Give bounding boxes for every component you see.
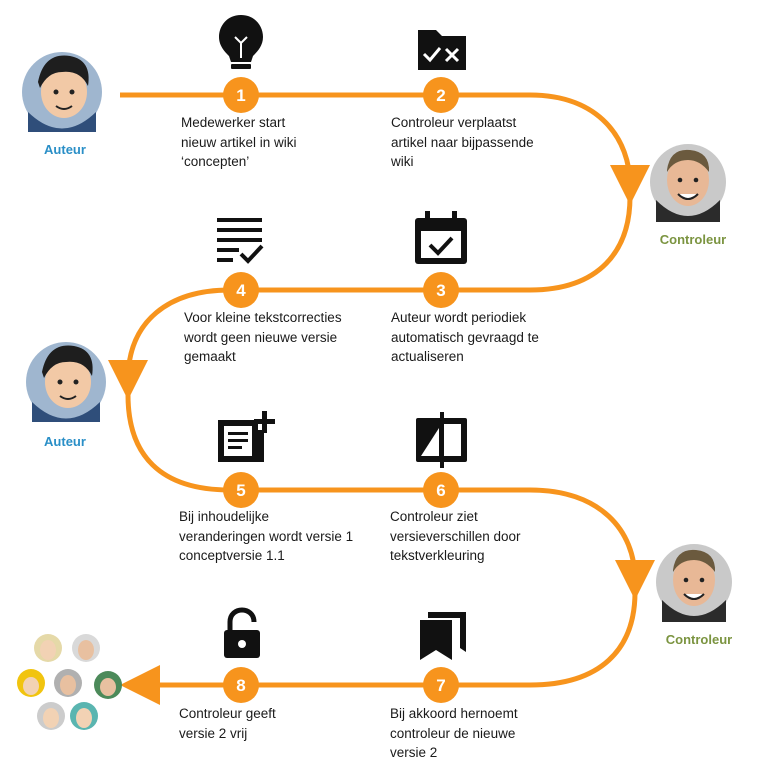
flow-line	[108, 92, 655, 705]
avatar-auteur-1	[22, 52, 102, 132]
role-label-auteur-1: Auteur	[44, 142, 86, 157]
step-5-number: 5	[236, 481, 245, 500]
step-7-text: Bij akkoord hernoemt controleur de nieuw…	[390, 706, 518, 760]
folder-x-icon	[418, 30, 466, 70]
avatar-group-users	[17, 634, 122, 730]
step-7-circle	[423, 667, 459, 703]
step-4-circle	[223, 272, 259, 308]
step-7-number: 7	[436, 676, 445, 695]
avatar-controleur-1	[650, 144, 726, 222]
step-4-number: 4	[236, 281, 246, 300]
step-2-circle	[423, 77, 459, 113]
step-4-text: Voor kleine tekstcorrecties wordt geen n…	[184, 310, 342, 364]
step-8-number: 8	[236, 676, 245, 695]
step-3-circle	[423, 272, 459, 308]
compare-icon	[416, 412, 467, 468]
step-circles: 1 2 3 4 5 6 7 8	[223, 77, 459, 703]
text-check-icon	[217, 218, 264, 264]
role-label-controleur-1: Controleur	[659, 232, 727, 247]
avatar-controleur-2	[656, 544, 732, 622]
step-1-text: Medewerker start nieuw artikel in wiki ‘…	[181, 115, 297, 169]
avatar-auteur-2	[26, 342, 106, 422]
step-5-circle	[223, 472, 259, 508]
role-label-auteur-2: Auteur	[44, 434, 86, 449]
post-add-icon	[218, 411, 275, 462]
step-3-number: 3	[436, 281, 445, 300]
step-5-text: Bij inhoudelijke veranderingen wordt ver…	[179, 509, 354, 563]
role-label-controleur-2: Controleur	[665, 632, 733, 647]
unlock-icon	[224, 607, 260, 658]
step-1-number: 1	[236, 86, 245, 105]
lightbulb-icon	[219, 15, 263, 69]
step-2-text: Controleur verplaatst artikel naar bijpa…	[391, 115, 534, 169]
step-8-circle	[223, 667, 259, 703]
step-6-text: Controleur ziet versieverschillen door t…	[390, 509, 521, 563]
bookmarks-icon	[420, 612, 466, 660]
step-2-number: 2	[436, 86, 445, 105]
step-6-number: 6	[436, 481, 445, 500]
calendar-check-icon	[415, 211, 467, 264]
step-8-text: Controleur geeft versie 2 vrij	[179, 706, 276, 741]
step-1-circle	[223, 77, 259, 113]
step-6-circle	[423, 472, 459, 508]
step-3-text: Auteur wordt periodiek automatisch gevra…	[391, 310, 539, 364]
